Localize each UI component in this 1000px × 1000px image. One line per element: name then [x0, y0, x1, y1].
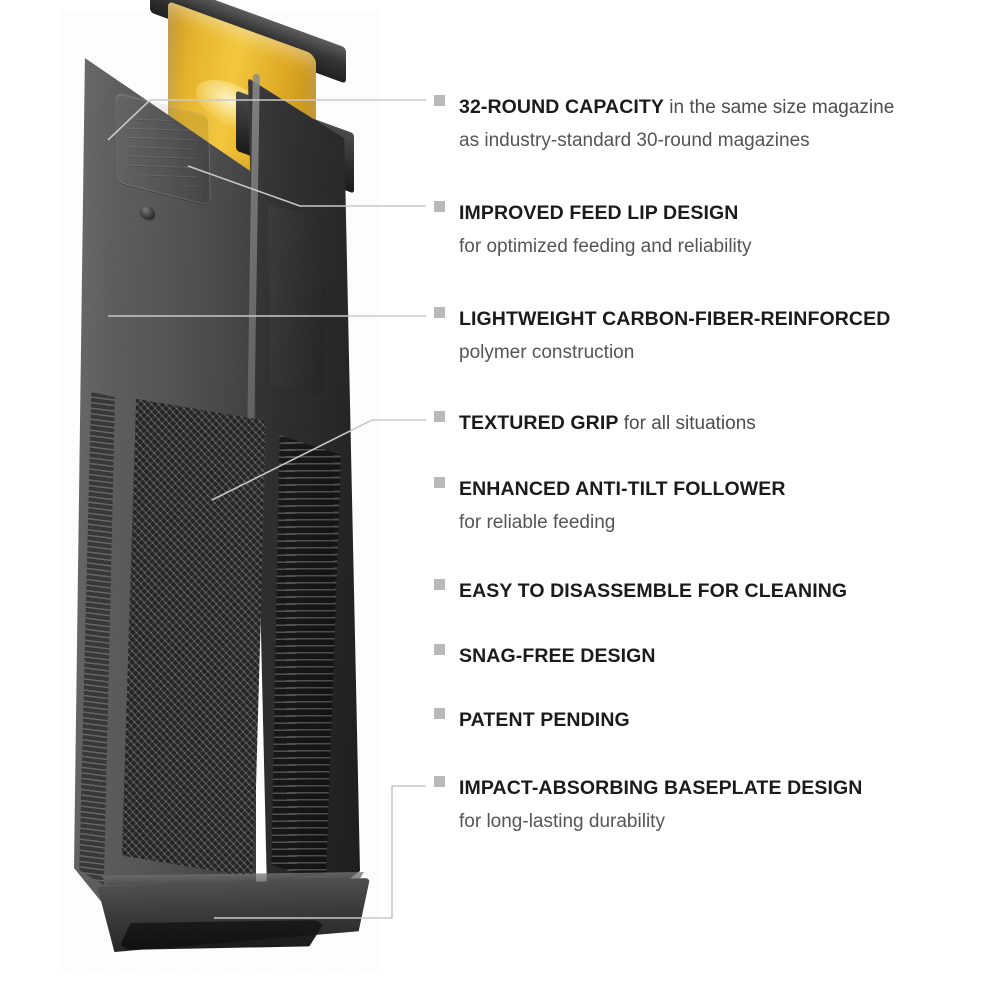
square-bullet-icon — [434, 95, 445, 106]
callout-text: ENHANCED ANTI-TILT FOLLOWER for reliable… — [459, 477, 786, 536]
callout-heading: SNAG-FREE DESIGN — [459, 645, 656, 667]
square-bullet-icon — [434, 477, 445, 488]
square-bullet-icon — [434, 708, 445, 719]
callout-subtext: polymer construction — [459, 342, 635, 363]
callout-heading: IMPACT-ABSORBING BASEPLATE DESIGN — [459, 777, 863, 799]
callout-subtext: as industry-standard 30-round magazines — [459, 130, 810, 151]
callout-baseplate: IMPACT-ABSORBING BASEPLATE DESIGN for lo… — [434, 776, 862, 835]
callout-heading: ENHANCED ANTI-TILT FOLLOWER — [459, 478, 786, 500]
callout-text: PATENT PENDING — [459, 708, 630, 733]
square-bullet-icon — [434, 644, 445, 655]
callout-text: IMPROVED FEED LIP DESIGN for optimized f… — [459, 201, 752, 260]
callout-text: TEXTURED GRIP for all situations — [459, 411, 756, 436]
callout-snag-free: SNAG-FREE DESIGN — [434, 644, 656, 669]
baseplate-hook — [118, 920, 326, 950]
callout-follower: ENHANCED ANTI-TILT FOLLOWER for reliable… — [434, 477, 786, 536]
square-bullet-icon — [434, 307, 445, 318]
callout-text: SNAG-FREE DESIGN — [459, 644, 656, 669]
callout-subtext: for optimized feeding and reliability — [459, 236, 752, 257]
callout-feed-lip: IMPROVED FEED LIP DESIGN for optimized f… — [434, 201, 752, 260]
callout-subtext: for reliable feeding — [459, 512, 616, 533]
callout-heading: LIGHTWEIGHT CARBON-FIBER-REINFORCED — [459, 308, 891, 330]
callout-text: IMPACT-ABSORBING BASEPLATE DESIGN for lo… — [459, 776, 862, 835]
callout-patent: PATENT PENDING — [434, 708, 630, 733]
callout-heading: TEXTURED GRIP — [459, 412, 619, 434]
callout-heading: PATENT PENDING — [459, 709, 630, 731]
spine-upper-panel — [268, 206, 326, 396]
callout-heading: 32-ROUND CAPACITY — [459, 96, 665, 118]
callout-text: EASY TO DISASSEMBLE FOR CLEANING — [459, 579, 847, 604]
square-bullet-icon — [434, 201, 445, 212]
square-bullet-icon — [434, 579, 445, 590]
callout-text: LIGHTWEIGHT CARBON-FIBER-REINFORCED poly… — [459, 307, 890, 366]
callout-disassemble: EASY TO DISASSEMBLE FOR CLEANING — [434, 579, 847, 604]
callout-capacity: 32-ROUND CAPACITY in the same size magaz… — [434, 95, 894, 154]
callout-inline: in the same size magazine — [664, 97, 895, 118]
square-bullet-icon — [434, 411, 445, 422]
callout-heading: IMPROVED FEED LIP DESIGN — [459, 202, 739, 224]
callout-polymer: LIGHTWEIGHT CARBON-FIBER-REINFORCED poly… — [434, 307, 890, 366]
square-bullet-icon — [434, 776, 445, 787]
callout-subtext: for long-lasting durability — [459, 811, 665, 832]
callout-grip: TEXTURED GRIP for all situations — [434, 411, 756, 436]
callout-text: 32-ROUND CAPACITY in the same size magaz… — [459, 95, 894, 154]
callout-heading: EASY TO DISASSEMBLE FOR CLEANING — [459, 580, 848, 602]
callout-inline: for all situations — [618, 413, 756, 434]
